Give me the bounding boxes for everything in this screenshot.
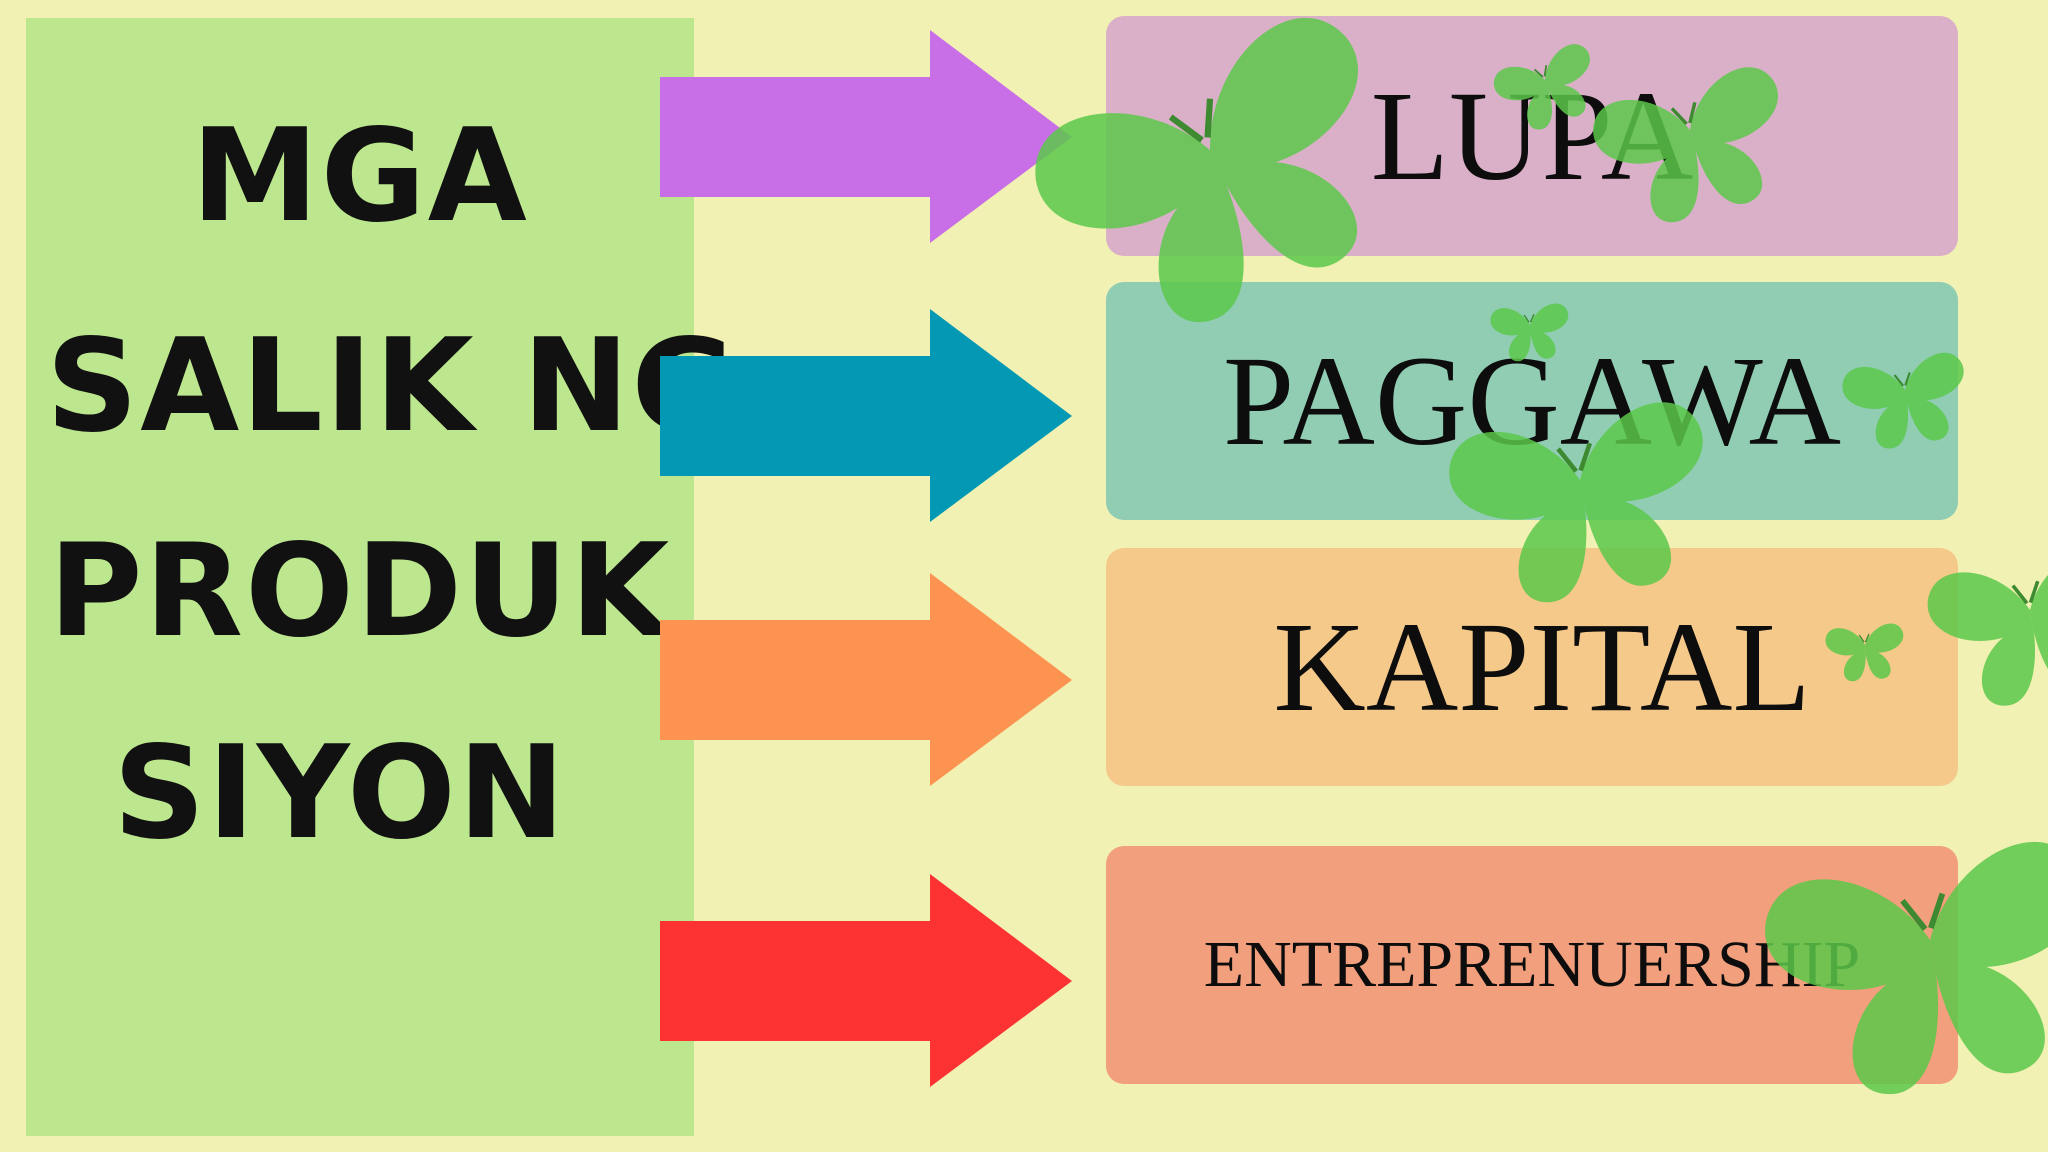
- title-line-1: MGA: [191, 102, 529, 251]
- factor-box-entrepreneurship: ENTREPRENUERSHIP: [1106, 846, 1958, 1084]
- factor-box-paggawa: PAGGAWA: [1106, 282, 1958, 520]
- arrow-entrepreneurship: [660, 874, 1072, 1087]
- factor-box-kapital: KAPITAL: [1106, 548, 1958, 786]
- factor-label-kapital: KAPITAL: [1273, 595, 1811, 738]
- title-panel: MGA SALIK NG PRODUK SIYON: [26, 18, 736, 1136]
- title-line-2: SALIK NG: [46, 312, 739, 461]
- factor-box-lupa: LUPA: [1106, 16, 1958, 256]
- factor-label-lupa: LUPA: [1370, 64, 1694, 207]
- arrow-lupa: [660, 30, 1072, 243]
- factor-label-entrepreneurship: ENTREPRENUERSHIP: [1203, 928, 1861, 1001]
- title-line-3: PRODUK: [48, 517, 672, 666]
- title-line-4: SIYON: [113, 719, 567, 868]
- factor-label-paggawa: PAGGAWA: [1223, 329, 1841, 472]
- arrow-paggawa: [660, 309, 1072, 522]
- arrow-kapital: [660, 573, 1072, 786]
